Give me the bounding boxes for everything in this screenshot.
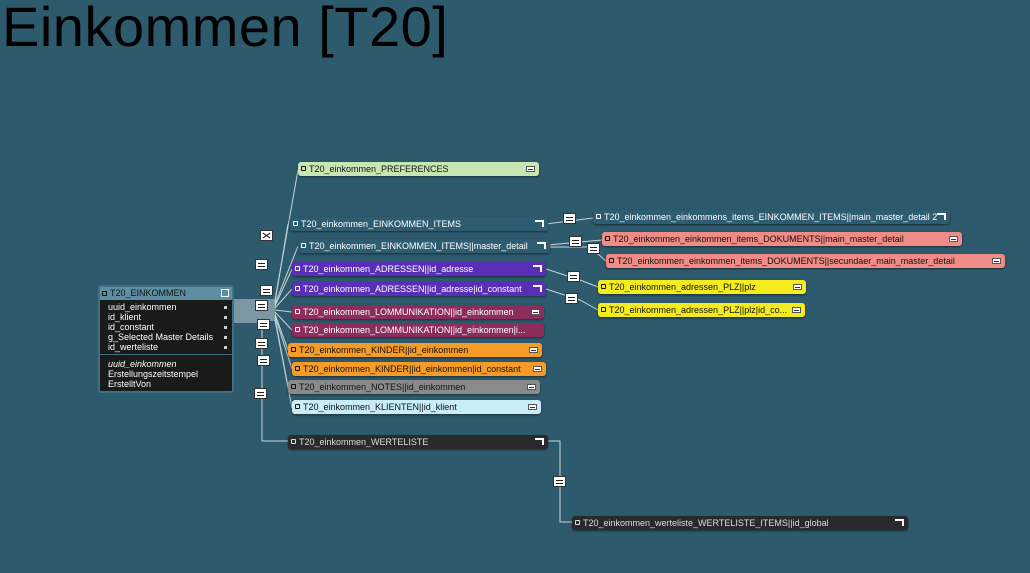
- field[interactable]: ErstelltVon: [108, 379, 152, 389]
- table-occurrence[interactable]: T20_einkommen_LOMMUNIKATION||id_einkomme…: [292, 305, 544, 319]
- collapse-icon[interactable]: [537, 242, 546, 249]
- table-icon: [291, 439, 296, 444]
- collapse-icon[interactable]: [992, 258, 1001, 264]
- wire-adressen: [234, 268, 293, 307]
- relationship-marker-lommunikation[interactable]: [257, 319, 270, 330]
- collapse-icon[interactable]: [535, 220, 544, 227]
- collapse-icon[interactable]: [535, 438, 544, 445]
- table-occurrence[interactable]: T20_einkommen_WERTELISTE: [288, 435, 548, 449]
- field[interactable]: uuid_einkommen: [108, 359, 177, 369]
- wire-lommunikation: [234, 309, 293, 313]
- relationship-marker-adressen-2[interactable]: [255, 300, 268, 311]
- wire-kinder: [234, 313, 289, 351]
- table-icon: [295, 309, 300, 314]
- page-title: Einkommen [T20]: [2, 0, 449, 58]
- table-icon: [295, 366, 300, 371]
- table-occurrence[interactable]: T20_einkommen_ADRESSEN||id_adresse: [292, 262, 546, 276]
- table-occurrence[interactable]: T20_einkommen_NOTES||id_einkommen: [288, 380, 540, 394]
- field[interactable]: id_werteliste: [108, 342, 232, 352]
- relationship-marker-lommunikation-2[interactable]: [255, 338, 268, 349]
- wire-einkommen-items-md: [234, 245, 299, 305]
- field[interactable]: uuid_einkommen: [108, 302, 232, 312]
- table-icon: [575, 520, 580, 525]
- table-occurrence[interactable]: T20_einkommen_adressen_PLZ||plz|id_co...: [598, 303, 805, 317]
- main-table-occurrence[interactable]: T20_EINKOMMEN uuid_einkommen id_klient i…: [98, 285, 234, 393]
- wire-adressen-const: [234, 288, 293, 309]
- collapse-icon[interactable]: [526, 166, 535, 172]
- collapse-icon[interactable]: [949, 236, 958, 242]
- relationship-marker-dok[interactable]: [569, 236, 582, 247]
- relationship-marker-werteliste[interactable]: [254, 388, 267, 399]
- collapse-icon[interactable]: [937, 213, 946, 220]
- relationship-marker-preferences[interactable]: [260, 230, 273, 241]
- table-icon: [609, 258, 614, 263]
- table-occurrence[interactable]: T20_einkommen_werteliste_WERTELISTE_ITEM…: [572, 516, 908, 530]
- table-icon: [295, 286, 300, 291]
- collapse-icon[interactable]: [895, 519, 904, 526]
- collapse-icon[interactable]: [221, 289, 229, 297]
- relationship-marker-dok-2[interactable]: [587, 243, 600, 254]
- other-field-list: uuid_einkommen Erstellungszeitstempel Er…: [100, 359, 232, 389]
- table-icon: [301, 166, 306, 171]
- field[interactable]: id_constant: [108, 322, 232, 332]
- table-occurrence[interactable]: T20_einkommen_einkommens_items_EINKOMMEN…: [593, 210, 950, 224]
- table-icon: [295, 266, 300, 271]
- relationship-marker-plz[interactable]: [567, 271, 580, 282]
- field[interactable]: g_Selected Master Details: [108, 332, 232, 342]
- collapse-icon[interactable]: [531, 309, 540, 315]
- table-icon: [295, 327, 300, 332]
- table-occurrence[interactable]: T20_einkommen_ADRESSEN||id_adresse|id_co…: [292, 282, 546, 296]
- wire-adr-to-plz: [545, 268, 599, 288]
- table-icon: [102, 291, 107, 296]
- relationship-marker-werteliste-items[interactable]: [553, 476, 566, 487]
- collapse-icon[interactable]: [793, 284, 802, 290]
- collapse-icon[interactable]: [533, 265, 542, 272]
- table-occurrence[interactable]: T20_einkommen_KINDER||id_einkommen|id_co…: [292, 362, 546, 376]
- table-icon: [596, 214, 601, 219]
- key-field-list: uuid_einkommen id_klient id_constant g_S…: [100, 300, 232, 352]
- table-occurrence[interactable]: T20_einkommen_LOMMUNIKATION||id_einkomme…: [292, 323, 544, 337]
- relationship-marker-plz-2[interactable]: [565, 293, 578, 304]
- field[interactable]: Erstellungszeitstempel: [108, 369, 199, 379]
- field[interactable]: id_klient: [108, 312, 232, 322]
- wire-werteliste: [234, 321, 288, 442]
- table-occurrence[interactable]: T20_einkommen_EINKOMMEN_ITEMS: [290, 217, 548, 231]
- table-occurrence[interactable]: T20_einkommen_KINDER||id_einkommen: [288, 343, 542, 357]
- field-divider: [100, 354, 232, 359]
- wire-lommunikation-2: [234, 311, 293, 331]
- table-icon: [295, 404, 300, 409]
- relationship-marker-adressen[interactable]: [260, 285, 273, 296]
- relationship-marker-items[interactable]: [255, 259, 268, 270]
- table-icon: [605, 236, 610, 241]
- relationship-marker-items-2[interactable]: [563, 213, 576, 224]
- wire-kinder-const: [234, 315, 293, 370]
- collapse-icon[interactable]: [533, 285, 542, 292]
- table-occurrence[interactable]: T20_einkommen_PREFERENCES: [298, 162, 539, 176]
- table-occurrence[interactable]: T20_einkommen_KLIENTEN||id_klient: [292, 400, 541, 414]
- table-icon: [293, 221, 298, 226]
- table-icon: [291, 384, 296, 389]
- table-icon: [601, 284, 606, 289]
- main-table-name: T20_EINKOMMEN: [110, 288, 187, 298]
- collapse-icon[interactable]: [527, 384, 536, 390]
- table-icon: [301, 243, 306, 248]
- collapse-icon[interactable]: [528, 404, 537, 410]
- collapse-icon[interactable]: [533, 366, 542, 372]
- wire-adrconst-to-plz2: [545, 288, 599, 311]
- table-icon: [601, 307, 606, 312]
- table-occurrence[interactable]: T20_einkommen_adressen_PLZ||plz: [598, 280, 806, 294]
- main-table-header[interactable]: T20_EINKOMMEN: [100, 287, 232, 300]
- table-occurrence[interactable]: T20_einkommen_einkommen_items_DOKUMENTS|…: [602, 232, 962, 246]
- table-occurrence[interactable]: T20_einkommen_EINKOMMEN_ITEMS||master_de…: [298, 239, 550, 253]
- collapse-icon[interactable]: [792, 307, 801, 313]
- relationship-marker-kinder[interactable]: [257, 355, 270, 366]
- wire-einkommen-items: [234, 223, 289, 303]
- wire-klienten: [234, 319, 293, 409]
- table-occurrence[interactable]: T20_einkommen_einkommen_items_DOKUMENTS|…: [606, 254, 1005, 268]
- collapse-icon[interactable]: [529, 347, 538, 353]
- table-icon: [291, 347, 296, 352]
